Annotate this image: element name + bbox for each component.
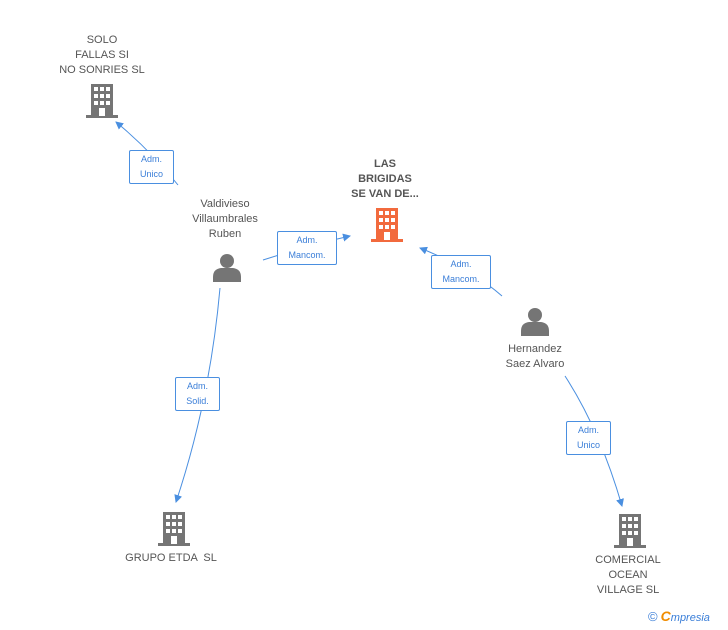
edge-label-adm-unico[interactable]: Adm. Unico (129, 150, 174, 184)
node-hernandez[interactable]: Hernandez Saez Alvaro (480, 342, 590, 372)
node-valdivieso-label: Valdivieso Villaumbrales Ruben (192, 198, 258, 240)
building-icon (86, 84, 118, 118)
edge-label-adm-solid[interactable]: Adm. Solid. (175, 377, 220, 411)
node-las-brigidas-label: LAS BRIGIDAS SE VAN DE... (351, 158, 419, 200)
building-icon (614, 514, 646, 548)
node-comercial-ocean-label: COMERCIAL OCEAN VILLAGE SL (595, 554, 661, 596)
edge-label-adm-mancom[interactable]: Adm. Mancom. (431, 255, 491, 289)
node-grupo-etda-label: GRUPO ETDA SL (125, 552, 217, 564)
node-solo-fallas-label: SOLO FALLAS SI NO SONRIES SL (59, 34, 145, 76)
footer-brand: © Cmpresia (648, 608, 728, 628)
copyright-symbol: © (648, 609, 658, 624)
brand-name: mpresia (670, 612, 710, 624)
person-icon (521, 308, 549, 336)
node-solo-fallas[interactable]: SOLO FALLAS SI NO SONRIES SL (52, 33, 152, 78)
node-las-brigidas[interactable]: LAS BRIGIDAS SE VAN DE... (335, 157, 435, 202)
edge-label-adm-unico[interactable]: Adm. Unico (566, 421, 611, 455)
node-grupo-etda[interactable]: GRUPO ETDA SL (115, 551, 227, 566)
node-comercial-ocean[interactable]: COMERCIAL OCEAN VILLAGE SL (583, 553, 673, 598)
building-icon (371, 208, 403, 242)
building-icon (158, 512, 190, 546)
node-valdivieso[interactable]: Valdivieso Villaumbrales Ruben (170, 197, 280, 242)
brand-logo-letter: C (660, 608, 671, 624)
node-hernandez-label: Hernandez Saez Alvaro (505, 343, 565, 370)
person-icon (213, 254, 241, 282)
edge-label-adm-mancom[interactable]: Adm. Mancom. (277, 231, 337, 265)
